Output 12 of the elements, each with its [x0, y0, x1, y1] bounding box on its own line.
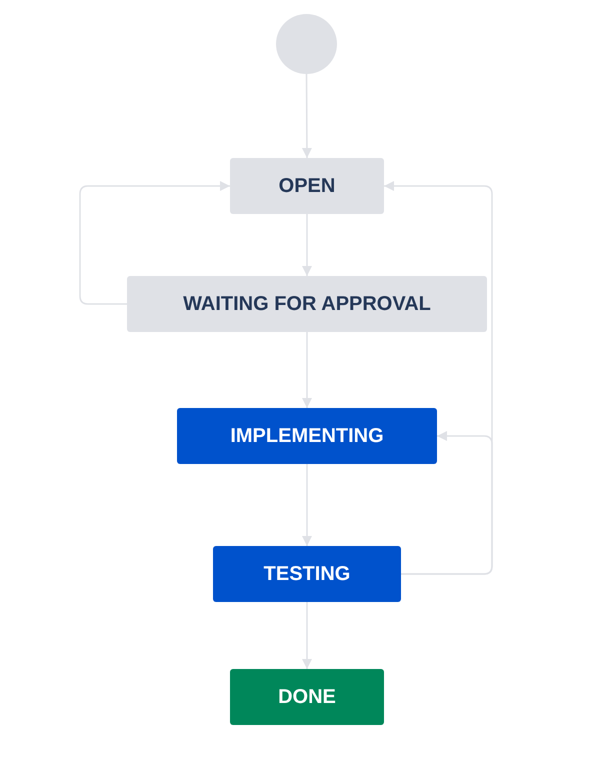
status-box: TESTING: [213, 546, 401, 602]
status-box: DONE: [230, 669, 384, 725]
status-box: WAITING FOR APPROVAL: [127, 276, 487, 332]
status-box: OPEN: [230, 158, 384, 214]
arrow: [401, 431, 493, 575]
arrow: [302, 464, 312, 546]
status-box: IMPLEMENTING: [177, 408, 437, 464]
arrow: [302, 74, 312, 158]
arrow: [79, 181, 230, 305]
arrow: [302, 214, 312, 276]
arrow: [302, 602, 312, 669]
arrow: [302, 332, 312, 408]
